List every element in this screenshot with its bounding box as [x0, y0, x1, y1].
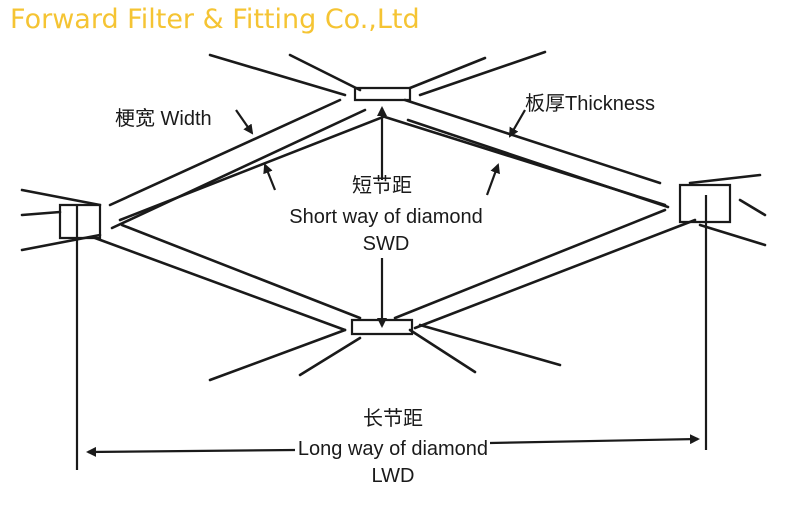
node-left-arm-mid — [20, 210, 62, 217]
node-top-right-arm-2 — [408, 56, 487, 90]
node-right-arm-upper — [688, 173, 762, 185]
node-right-arm-mid — [738, 198, 767, 217]
strand-width-label: 梗宽 Width — [115, 107, 212, 130]
strand-bottom-right-outer — [413, 218, 697, 330]
mesh-strands — [20, 50, 767, 382]
node-bottom-right-arm-2 — [418, 323, 562, 367]
lwd-en-label: Long way of diamond — [298, 438, 488, 460]
thickness-inner-arrow — [485, 163, 500, 196]
swd-en-label: Short way of diamond — [289, 206, 482, 228]
node-bottom-box — [350, 318, 414, 336]
node-right-arm-lower — [698, 223, 767, 247]
strand-top-left-inner — [110, 108, 367, 230]
node-bottom-left-arm-2 — [298, 336, 362, 377]
swd-cn-label: 短节距 — [352, 174, 412, 197]
company-title: Forward Filter & Fitting Co.,Ltd — [10, 4, 420, 35]
diamond-inner-upper-right — [383, 115, 667, 207]
node-right-box — [678, 183, 732, 224]
width-inner-arrow — [263, 163, 277, 191]
node-top-box — [353, 86, 412, 102]
thickness-label: 板厚Thickness — [525, 92, 655, 115]
node-top-right-arm-1 — [418, 50, 547, 97]
width-arrow — [235, 109, 254, 135]
node-top-left-arm-1 — [208, 53, 347, 97]
node-bottom-left-arm-1 — [208, 328, 347, 382]
lwd-arrow-right — [489, 434, 700, 445]
strand-top-right-outer — [403, 98, 662, 185]
thickness-arrow — [509, 109, 526, 138]
node-left-box — [58, 203, 102, 240]
lwd-cn-label: 长节距 — [363, 407, 423, 430]
node-top-left-arm-2 — [288, 53, 362, 92]
strand-top-left-outer — [108, 98, 342, 207]
swd-abbr-label: SWD — [363, 233, 410, 255]
strand-bottom-left-outer — [93, 236, 347, 332]
node-left-arm-upper — [20, 188, 102, 207]
lwd-abbr-label: LWD — [372, 465, 415, 487]
node-bottom-right-arm-1 — [408, 328, 477, 374]
diamond-inner-upper-left — [118, 115, 385, 222]
lwd-arrow-left — [86, 446, 296, 457]
diamond-inner-lower-right — [393, 208, 667, 320]
diamond-inner-lower-left — [120, 223, 362, 320]
